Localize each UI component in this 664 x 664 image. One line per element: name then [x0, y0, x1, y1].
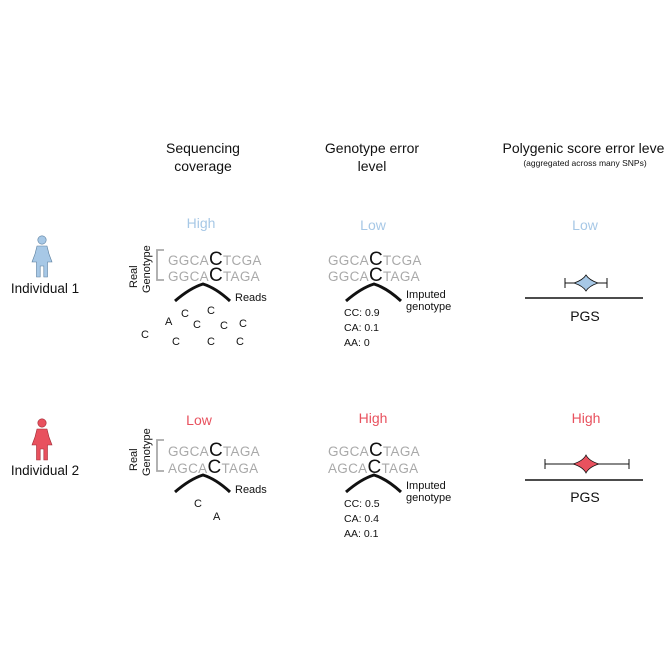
read-base: C: [207, 305, 215, 317]
pgs-error-level: High: [572, 410, 601, 426]
read-base: C: [236, 336, 244, 348]
reads-label: Reads: [235, 292, 267, 304]
real-genotype-bracket: [156, 439, 164, 472]
header-genotype-line1: Genotype error: [325, 140, 419, 156]
pgs-error-level: Low: [572, 217, 599, 233]
individual-name: Individual 2: [11, 463, 79, 478]
real-genotype-bracket: [156, 249, 164, 281]
real-genotype-label-line1: Real: [128, 448, 140, 471]
reads-fan-arc: [174, 473, 232, 494]
sequence-bottom: GGCACTAGA: [168, 265, 260, 286]
genotype-probability: CA: 0.4: [344, 513, 379, 525]
read-base: C: [141, 329, 149, 341]
read-base: C: [194, 498, 202, 510]
imputed-label-line1: Imputed: [406, 289, 446, 301]
imputed-label-line2: genotype: [406, 492, 451, 504]
imputed-sequence-bottom: GGCACTAGA: [328, 265, 420, 286]
read-base: C: [172, 336, 180, 348]
pgs-axis-label: PGS: [570, 308, 600, 324]
coverage-level: Low: [186, 412, 213, 428]
real-genotype-label-line2: Genotype: [141, 245, 153, 293]
imputation-arc: [345, 473, 403, 494]
pgs-estimate-star-icon: [571, 454, 601, 474]
coverage-level: High: [187, 215, 216, 231]
genotype-probability: AA: 0: [344, 337, 370, 349]
read-base: C: [220, 320, 228, 332]
sequence-top: GGCACTCGA: [168, 249, 262, 270]
genotype-probability: AA: 0.1: [344, 528, 379, 540]
genotype-probability: CC: 0.9: [344, 307, 380, 319]
genotype-probability: CA: 0.1: [344, 322, 379, 334]
imputed-sequence-bottom: AGCACTAGA: [328, 457, 418, 478]
person-icon: [31, 235, 53, 278]
reads-label: Reads: [235, 484, 267, 496]
imputed-sequence-top: GGCACTAGA: [328, 440, 420, 461]
genotype-probability: CC: 0.5: [344, 498, 380, 510]
header-pgs-subtitle: (aggregated across many SNPs): [523, 158, 646, 168]
read-base: C: [207, 336, 215, 348]
read-base: C: [181, 308, 189, 320]
individual-2-row: Individual 2 Low Real Genotype GGCACTAGA…: [11, 410, 643, 540]
real-genotype-label-line1: Real: [128, 265, 140, 288]
sequence-top: GGCACTAGA: [168, 440, 260, 461]
imputed-label-line2: genotype: [406, 301, 451, 313]
pgs-axis-label: PGS: [570, 489, 600, 505]
genotype-error-level: Low: [360, 217, 387, 233]
genotype-error-level: High: [359, 410, 388, 426]
reads-fan-arc: [174, 282, 232, 303]
person-icon: [31, 418, 53, 461]
read-base: C: [239, 318, 247, 330]
imputed-sequence-top: GGCACTCGA: [328, 249, 422, 270]
read-base: C: [193, 319, 201, 331]
header-pgs-line1: Polygenic score error level: [503, 140, 664, 156]
imputed-label-line1: Imputed: [406, 480, 446, 492]
real-genotype-label-line2: Genotype: [141, 428, 153, 476]
header-coverage-line2: coverage: [174, 158, 232, 174]
pgs-estimate-star-icon: [572, 274, 600, 292]
header-coverage-line1: Sequencing: [166, 140, 240, 156]
read-base: A: [165, 316, 173, 328]
individual-1-row: Individual 1 High Real Genotype GGCACTCG…: [11, 215, 643, 349]
header-genotype-line2: level: [358, 158, 387, 174]
individual-name: Individual 1: [11, 281, 79, 296]
read-base: A: [213, 511, 221, 523]
imputation-arc: [345, 282, 403, 303]
sequence-bottom: AGCACTAGA: [168, 457, 258, 478]
